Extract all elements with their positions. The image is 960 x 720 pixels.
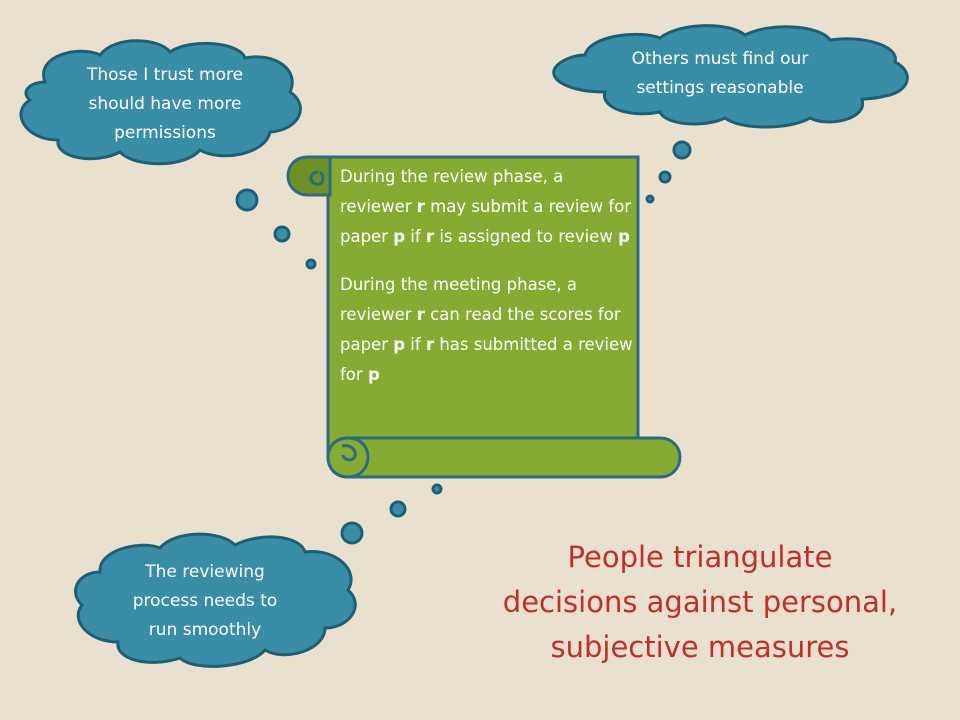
cloud-top-right-text: Others must find our settings reasonable [595, 45, 845, 103]
variable-name: p [393, 227, 406, 246]
variable-name: r [416, 305, 425, 324]
scroll-bottom-roll [326, 436, 682, 479]
thought-dot-large [672, 140, 692, 160]
rule-text: During the meeting phase, a reviewer [340, 275, 578, 324]
variable-name: p [618, 227, 630, 246]
cloud-text-line: Those I trust more [86, 65, 244, 85]
thought-dot-small [431, 483, 443, 495]
rule-review-phase: During the review phase, a reviewer r ma… [340, 162, 638, 252]
thought-bubble-top-right [645, 140, 692, 204]
rule-text: if [405, 335, 426, 354]
variable-name: p [367, 365, 380, 384]
caption-line: People triangulate [567, 540, 833, 574]
scroll [286, 155, 682, 479]
cloud-bottom-left-text: The reviewing process needs to run smoot… [100, 558, 310, 645]
caption-line: subjective measures [550, 630, 850, 664]
caption: People triangulate decisions against per… [490, 535, 910, 670]
cloud-top-left [19, 39, 302, 166]
variable-name: r [416, 197, 425, 216]
thought-dot-small [305, 258, 317, 270]
thought-dot-small [645, 194, 655, 204]
variable-name: r [425, 227, 435, 246]
rule-text: During the review phase, a reviewer [340, 167, 564, 216]
rule-text: is assigned to review [434, 227, 619, 246]
thought-dot-large [235, 188, 259, 212]
cloud-bottom-left [74, 532, 357, 668]
rule-meeting-phase: During the meeting phase, a reviewer r c… [340, 270, 638, 390]
thought-dot-medium [273, 225, 291, 243]
cloud-text-line: Others must find our [631, 49, 809, 69]
rule-text: may submit a review for paper [340, 197, 632, 246]
variable-name: p [393, 335, 406, 354]
cloud-text-line: settings reasonable [636, 78, 804, 98]
thought-bubble-top-left [235, 188, 317, 270]
scroll-text: During the review phase, a reviewer r ma… [340, 162, 638, 408]
scroll-sheet [326, 155, 640, 459]
cloud-top-right [552, 24, 909, 129]
cloud-text-line: process needs to [132, 591, 278, 611]
cloud-text-line: run smoothly [148, 620, 262, 640]
cloud-top-left-text: Those I trust more should have more perm… [40, 61, 290, 148]
caption-line: decisions against personal, [502, 585, 898, 619]
scroll-bottom-curl [326, 436, 370, 479]
cloud-text-line: should have more [88, 94, 242, 114]
thought-dot-large [340, 521, 364, 545]
rule-text: if [405, 227, 426, 246]
rule-text: has submitted a review for [340, 335, 633, 384]
thought-dot-medium [389, 500, 407, 518]
thought-bubble-bottom-left [340, 483, 443, 545]
rule-text: can read the scores for paper [340, 305, 621, 354]
cloud-text-line: permissions [114, 123, 216, 143]
variable-name: r [425, 335, 435, 354]
thought-dot-medium [658, 170, 672, 184]
cloud-text-line: The reviewing [145, 562, 265, 582]
